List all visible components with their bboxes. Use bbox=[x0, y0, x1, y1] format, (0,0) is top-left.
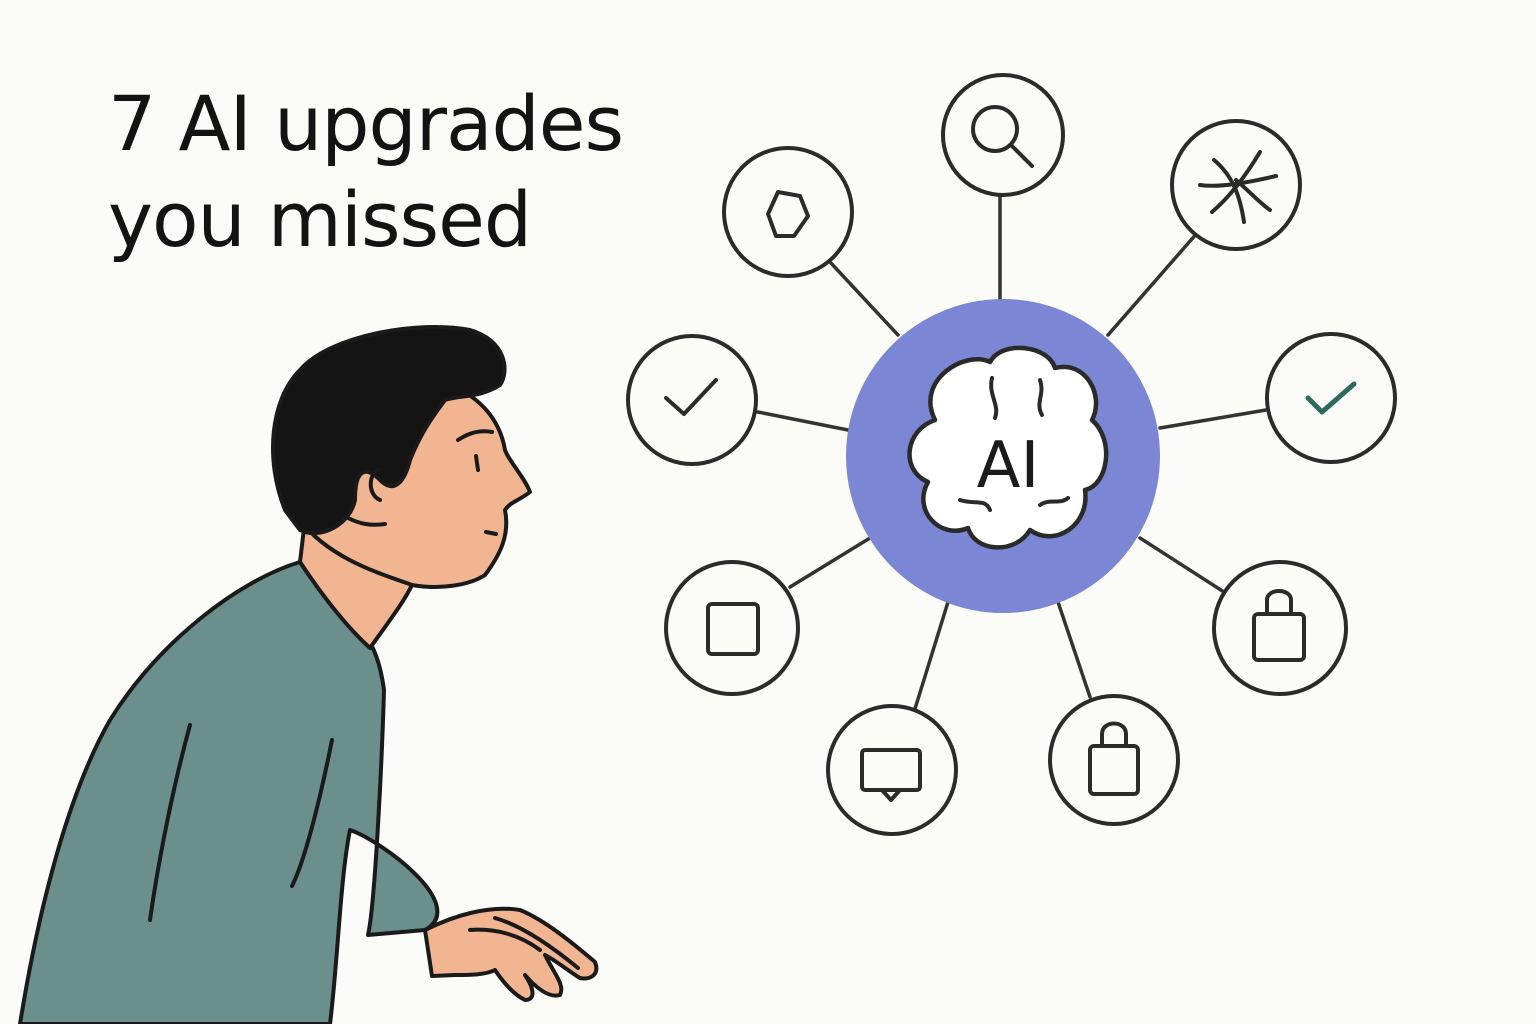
monitor-chat-icon bbox=[860, 748, 922, 802]
search-node bbox=[941, 73, 1065, 197]
person-ear bbox=[368, 468, 382, 502]
checkmark-green-node bbox=[1265, 332, 1397, 464]
lock-node bbox=[1048, 694, 1180, 826]
person-shirt bbox=[18, 560, 440, 1024]
square-node bbox=[664, 560, 800, 696]
person-hand bbox=[423, 906, 599, 1002]
headline-line-2: you missed bbox=[108, 175, 532, 264]
person-figure bbox=[18, 324, 599, 1024]
sparkle-node bbox=[1170, 119, 1302, 251]
checkmark-icon bbox=[664, 378, 718, 416]
person-eye bbox=[474, 454, 480, 472]
lock-icon bbox=[1088, 721, 1140, 796]
ai-hub: AI bbox=[846, 299, 1160, 613]
monitor-chat-node bbox=[826, 704, 958, 836]
hub-label: AI bbox=[977, 429, 1040, 503]
brain-icon bbox=[907, 345, 1109, 550]
headline: 7 AI upgrades you missed bbox=[108, 76, 624, 268]
headline-line-1: 7 AI upgrades bbox=[108, 79, 624, 168]
person-brow bbox=[456, 429, 494, 442]
checkmark-green-icon bbox=[1305, 381, 1357, 415]
hexagon-icon bbox=[766, 190, 810, 238]
connector-lines bbox=[756, 195, 1268, 714]
search-icon bbox=[971, 105, 1034, 168]
lock-bag-node bbox=[1212, 560, 1348, 696]
square-icon bbox=[706, 602, 760, 656]
hexagon-node bbox=[722, 146, 854, 278]
lock-bag-icon bbox=[1252, 589, 1306, 662]
sparkle-icon bbox=[1198, 150, 1278, 224]
person-hair bbox=[271, 324, 507, 536]
person-mouth bbox=[484, 530, 498, 536]
checkmark-node bbox=[626, 334, 758, 466]
